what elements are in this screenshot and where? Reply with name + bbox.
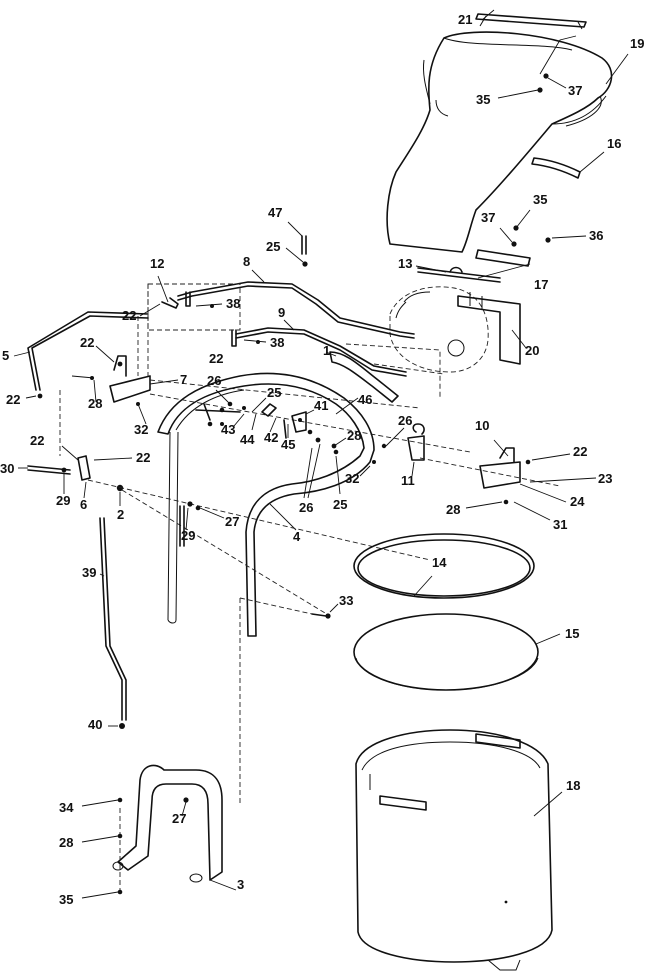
part-right-bracket	[381, 423, 597, 521]
part-seal-ring	[353, 533, 535, 599]
part-label-l38b: 38	[270, 335, 284, 350]
part-drive-shaft	[325, 343, 445, 415]
part-label-l28c: 28	[446, 502, 460, 517]
part-label-l1: 1	[323, 343, 330, 358]
part-discharge-chute	[386, 31, 629, 253]
part-collection-bin	[355, 729, 563, 971]
part-label-l25c: 25	[333, 497, 347, 512]
part-label-l40: 40	[88, 717, 102, 732]
part-label-l26a: 26	[207, 373, 221, 388]
part-label-l22b: 22	[80, 335, 94, 350]
part-label-l42: 42	[264, 430, 278, 445]
part-label-l33: 33	[339, 593, 353, 608]
part-label-l35a: 35	[476, 92, 490, 107]
part-label-l37b: 37	[481, 210, 495, 225]
part-label-l20: 20	[525, 343, 539, 358]
part-label-l25a: 25	[266, 239, 280, 254]
part-label-l13: 13	[398, 256, 412, 271]
part-label-l23: 23	[598, 471, 612, 486]
part-label-l12: 12	[150, 256, 164, 271]
part-label-l2: 2	[117, 507, 124, 522]
part-pivot-bracket	[137, 275, 241, 380]
part-chute-bracket	[415, 249, 531, 283]
part-label-l28b: 28	[347, 428, 361, 443]
part-lower-rod	[99, 517, 127, 729]
part-label-l22e: 22	[30, 433, 44, 448]
part-label-l29a: 29	[56, 493, 70, 508]
part-label-l18: 18	[566, 778, 580, 793]
part-label-l22f: 22	[573, 444, 587, 459]
part-label-l36: 36	[589, 228, 603, 243]
part-label-l27a: 27	[225, 514, 239, 529]
part-label-l6: 6	[80, 497, 87, 512]
chute-hardware	[497, 73, 587, 247]
part-label-l26c: 26	[299, 500, 313, 515]
part-label-l4: 4	[293, 529, 301, 544]
part-label-l21: 21	[458, 12, 472, 27]
part-label-l19: 19	[630, 36, 644, 51]
part-bin-lid	[353, 613, 561, 691]
linkage-hardware	[195, 389, 347, 499]
part-label-l43: 43	[221, 422, 235, 437]
part-label-l28d: 28	[59, 835, 73, 850]
part-label-l26b: 26	[398, 413, 412, 428]
part-label-l32b: 32	[345, 471, 359, 486]
part-label-l9: 9	[278, 305, 285, 320]
part-label-l39: 39	[82, 565, 96, 580]
part-label-l25b: 25	[267, 385, 281, 400]
part-label-l22g: 22	[136, 450, 150, 465]
part-bolt-33	[239, 597, 339, 806]
part-label-l17: 17	[534, 277, 548, 292]
part-label-l38a: 38	[226, 296, 240, 311]
part-label-l45: 45	[281, 437, 295, 452]
part-label-l29b: 29	[181, 528, 195, 543]
part-deflector-bar	[475, 9, 587, 30]
part-label-l8: 8	[243, 254, 250, 269]
part-label-l34: 34	[59, 800, 74, 815]
part-label-l22c: 22	[209, 351, 223, 366]
part-label-l37a: 37	[568, 83, 582, 98]
part-rubber-strip	[531, 151, 605, 179]
part-label-l3: 3	[237, 877, 244, 892]
part-label-l16: 16	[607, 136, 621, 151]
part-mounting-bracket	[71, 345, 471, 453]
part-label-l22d: 22	[6, 392, 20, 407]
part-label-l32a: 32	[134, 422, 148, 437]
part-label-l35c: 35	[59, 892, 73, 907]
part-control-handle	[13, 311, 149, 399]
part-main-frame-tube	[157, 372, 375, 637]
part-label-l46: 46	[358, 392, 372, 407]
part-label-l28a: 28	[88, 396, 102, 411]
part-label-l22a: 22	[122, 308, 136, 323]
part-label-l14: 14	[432, 555, 447, 570]
part-label-l30: 30	[0, 461, 14, 476]
part-label-l35b: 35	[533, 192, 547, 207]
part-label-l24: 24	[570, 494, 585, 509]
part-lower-handle	[81, 764, 237, 899]
part-label-l10: 10	[475, 418, 489, 433]
tube-hardware	[136, 402, 376, 547]
part-impeller-housing	[389, 286, 527, 373]
part-label-l44: 44	[240, 432, 255, 447]
pivot-bolt	[285, 221, 308, 267]
part-label-l27b: 27	[172, 811, 186, 826]
part-control-rod-upper	[177, 269, 415, 339]
rod-pivots	[185, 291, 267, 347]
part-label-l7: 7	[180, 372, 187, 387]
part-label-l41: 41	[314, 398, 328, 413]
part-label-l15: 15	[565, 626, 579, 641]
part-label-l11: 11	[401, 473, 415, 488]
part-label-l31: 31	[553, 517, 567, 532]
part-control-rod-lower	[235, 319, 407, 377]
part-label-l5: 5	[2, 348, 9, 363]
part-label-l47: 47	[268, 205, 282, 220]
